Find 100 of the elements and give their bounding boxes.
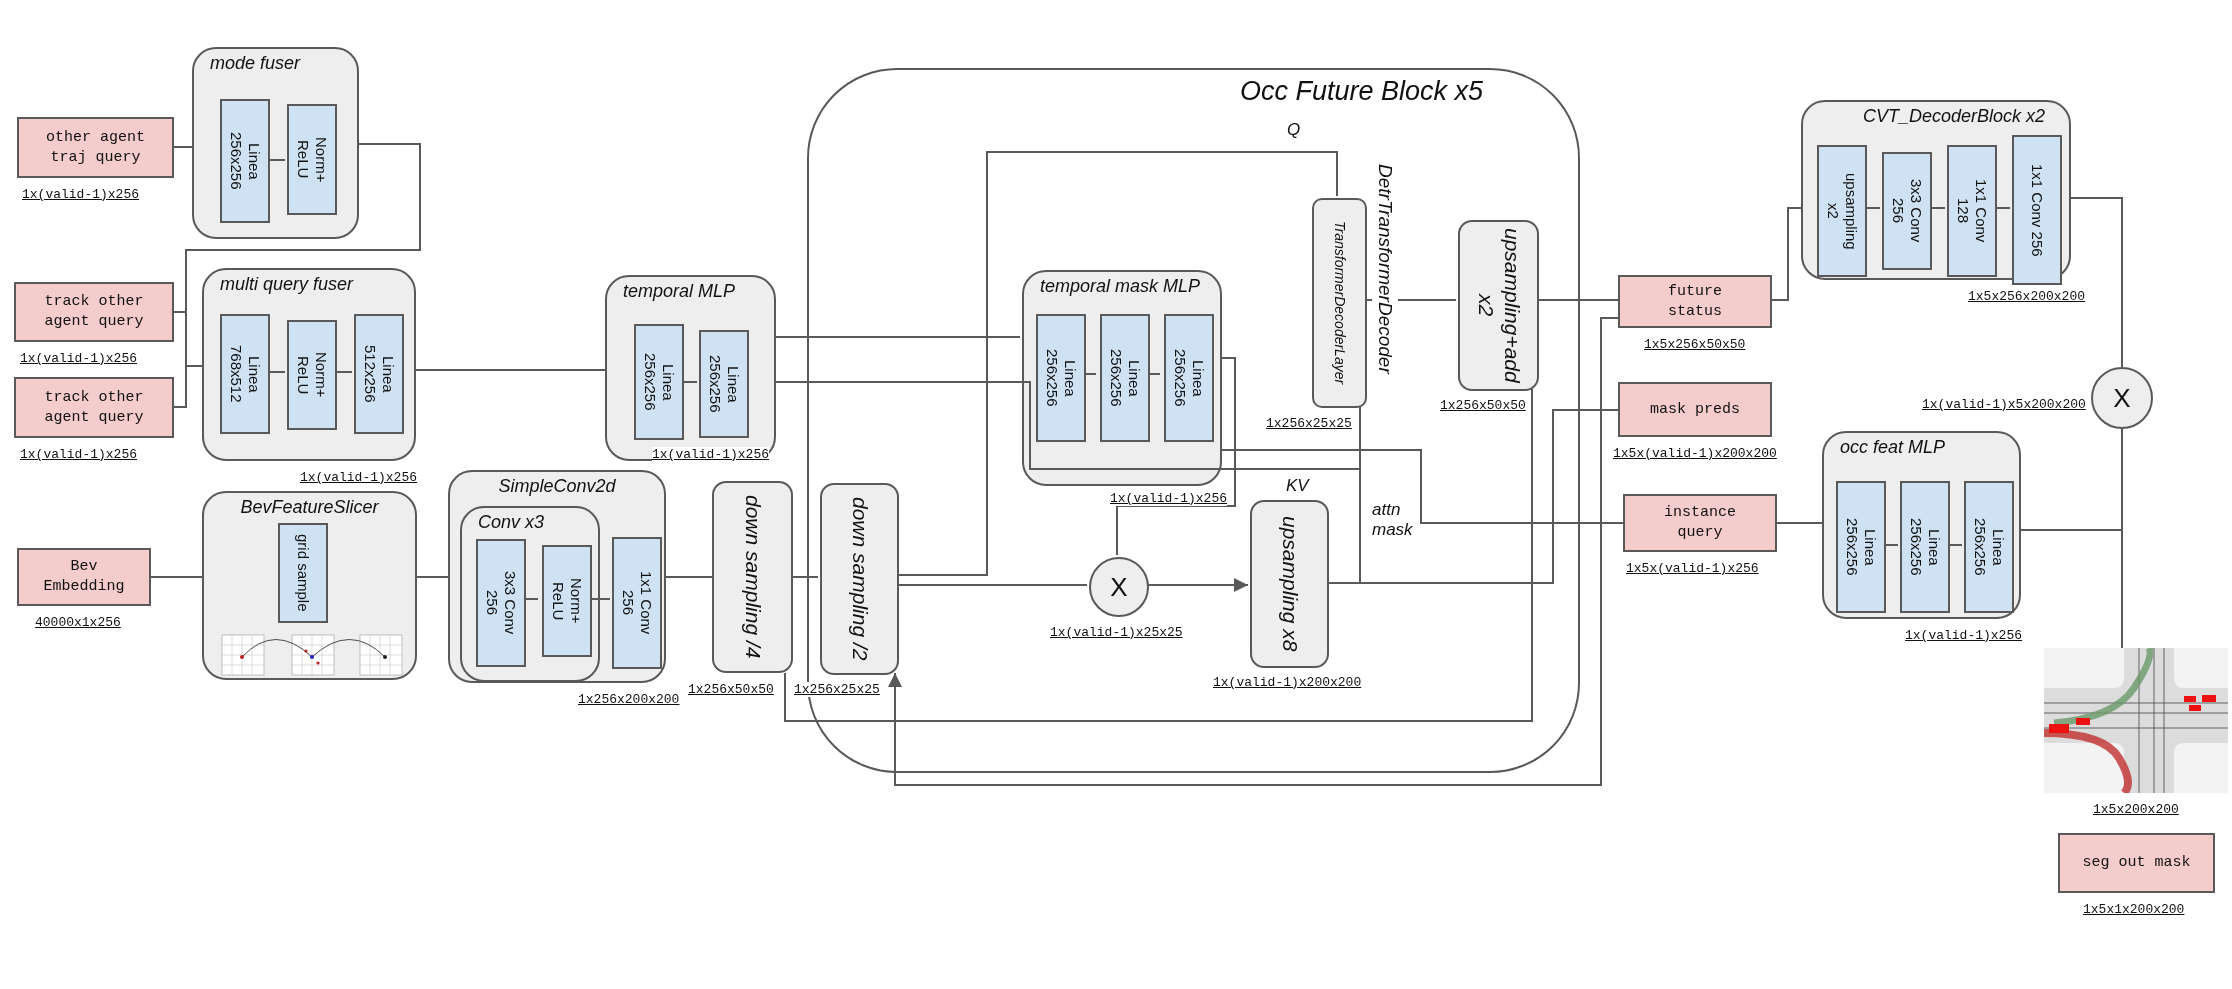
tensor-box <box>2058 833 2215 893</box>
layer-block <box>354 314 404 434</box>
module-title: temporal MLP <box>623 281 736 301</box>
module-title: multi query fuser <box>220 274 354 294</box>
tensor-box <box>1623 494 1777 552</box>
layer-block <box>612 537 662 669</box>
module-label: down sampling /2 <box>847 497 873 661</box>
layer-label: Linea 256x256 <box>1907 517 1943 578</box>
module-container <box>1022 270 1222 486</box>
module-block <box>712 481 793 673</box>
tensor-box <box>14 282 174 342</box>
layer-label: Linea 512x256 <box>361 344 397 405</box>
layer-block <box>1964 481 2014 613</box>
connector-line <box>2121 428 2123 649</box>
shape-label: 1x(valid-1)x256 <box>652 447 770 462</box>
layer-label: grid sample <box>294 534 312 612</box>
connector-line <box>173 146 193 148</box>
layer-label: Norm+ ReLU <box>549 577 585 626</box>
connector-line <box>1771 207 1802 301</box>
shape-label: 1x256x25x25 <box>794 682 880 697</box>
layer-block <box>278 523 328 623</box>
picture <box>2044 648 2228 793</box>
tensor-name: track other agent query <box>43 292 145 332</box>
connector-line <box>1116 357 1236 556</box>
module-label: down sampling /4 <box>740 495 766 659</box>
layer-block <box>1164 314 1214 442</box>
layer-block <box>1947 145 1997 277</box>
layer-label: 1x1 Conv 256 <box>2028 163 2046 257</box>
shape-label: 1x(valid-1)x256 <box>1110 491 1228 506</box>
connector-line <box>775 336 1021 338</box>
module-container <box>202 491 417 680</box>
layer-label: Linea 256x256 <box>641 352 677 413</box>
layer-block <box>1882 152 1932 270</box>
tensor-name: Bev Embedding <box>42 557 126 597</box>
shape-label: 1x5x200x200 <box>2093 802 2179 817</box>
module-title: DetrTransformerDecoder <box>1372 164 1398 374</box>
tensor-name: instance query <box>1663 503 1737 543</box>
module-block <box>1458 220 1539 391</box>
layer-label: Linea 256x256 <box>1107 348 1143 409</box>
tensor-name: mask preds <box>1650 399 1740 420</box>
layer-block <box>699 330 749 438</box>
connector-line <box>415 369 606 371</box>
shape-label: 1x256x50x50 <box>688 682 774 697</box>
tensor-name: track other agent query <box>43 387 145 428</box>
shape-label: 1x(valid-1)x5x200x200 <box>1922 397 2086 412</box>
connector-line <box>416 576 449 578</box>
module-block <box>1250 500 1329 668</box>
layer-label: Linea 256x256 <box>1043 348 1079 409</box>
layer-block <box>634 324 684 440</box>
layer-label: Linea 256x256 <box>1971 517 2007 578</box>
connector-line <box>2070 197 2123 368</box>
module-title: BevFeatureSlicer <box>240 497 379 517</box>
tensor-name: other agent traj query <box>45 127 146 168</box>
layer-block <box>1100 314 1150 442</box>
tensor-box <box>17 117 174 178</box>
tensor-name: seg out mask <box>2082 853 2191 873</box>
layer-label: Linea 768x512 <box>227 344 263 405</box>
shape-label: 1x(valid-1)x256 <box>20 447 138 462</box>
layer-label: Linea 256x256 <box>706 354 742 415</box>
connector-line <box>784 388 1533 722</box>
module-container <box>1822 431 2021 619</box>
layer-block <box>2012 135 2062 285</box>
layer-block <box>287 104 337 215</box>
module-title: SimpleConv2d <box>498 476 616 496</box>
shape-label: 1x5x(valid-1)x256 <box>1626 561 1759 576</box>
shape-label: 1x256x200x200 <box>578 692 680 707</box>
layer-block <box>1836 481 1886 613</box>
shape-label: 1x256x25x25 <box>1266 416 1352 431</box>
tensor-box <box>1618 275 1772 328</box>
operator-label: X <box>1110 572 1128 602</box>
shape-label: 1x(valid-1)x256 <box>20 351 138 366</box>
connector-line <box>792 576 819 578</box>
tensor-name: future status <box>1667 281 1723 322</box>
shape-label: 1x(valid-1)x200x200 <box>1213 675 1362 690</box>
module-container <box>460 506 600 682</box>
connector-line <box>775 381 1361 470</box>
layer-label: Norm+ ReLU <box>294 351 330 400</box>
connector-line <box>1776 522 1823 524</box>
tensor-box <box>1618 382 1772 437</box>
module-title: temporal mask MLP <box>1040 276 1201 296</box>
layer-block <box>220 99 270 223</box>
module-title: occ feat MLP <box>1840 437 1946 457</box>
shape-label: 1x(valid-1)x25x25 <box>1050 625 1183 640</box>
arrow <box>888 317 1619 786</box>
module-title: CVT_DecoderBlock x2 <box>1862 106 2045 126</box>
tensor-box <box>14 377 174 438</box>
connector-line <box>173 365 203 408</box>
shape-label: 1x5x256x50x50 <box>1644 337 1746 352</box>
module-container <box>448 470 666 683</box>
module-container <box>202 268 416 461</box>
module-title: Conv x3 <box>478 512 545 532</box>
layer-label: TransformerDecoderLayer <box>1331 221 1348 385</box>
layer-label: Linea 256x256 <box>227 131 263 192</box>
connector-line <box>150 576 203 578</box>
module-label: upsampling x8 <box>1277 516 1303 652</box>
module-container <box>605 275 776 461</box>
module-container <box>192 47 359 239</box>
layer-block <box>542 545 592 657</box>
layer-label: 1x1 Conv 256 <box>619 570 655 637</box>
layer-block <box>287 320 337 430</box>
